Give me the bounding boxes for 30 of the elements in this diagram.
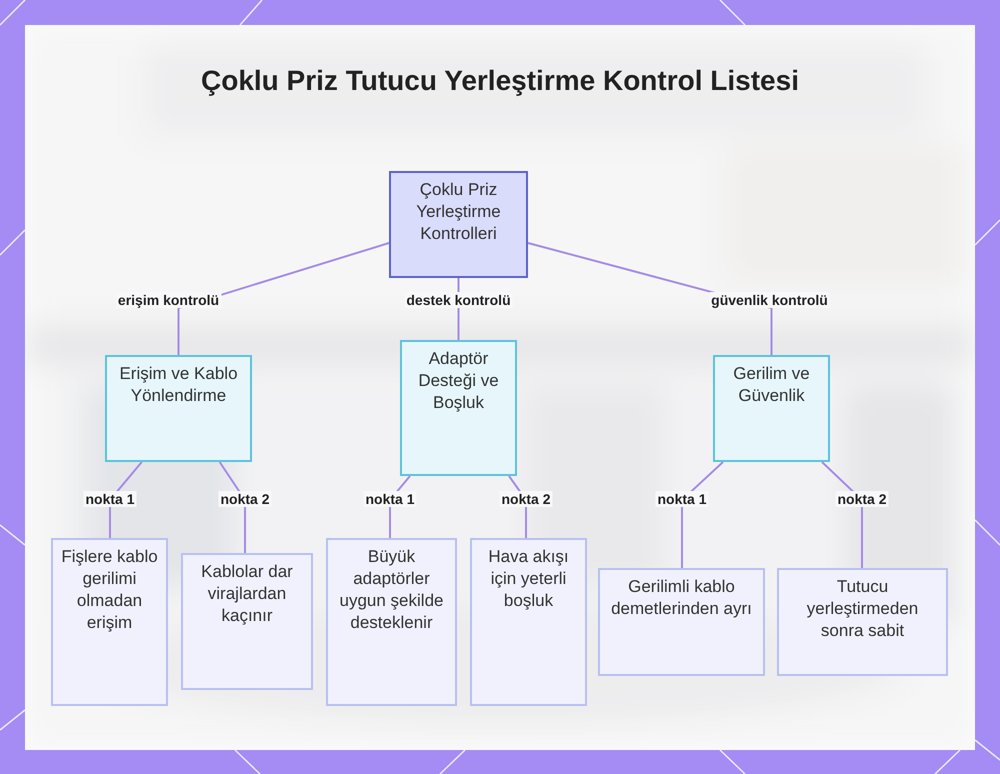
edge-label: destek kontrolü	[404, 292, 513, 308]
edge-label: güvenlik kontrolü	[709, 292, 830, 308]
node-box	[598, 568, 765, 676]
node-text: Tutucu yerleştirmeden sonra sabit	[806, 576, 920, 642]
node-text: Hava akışı için yeterli boşluk	[487, 546, 570, 612]
edge-label: nokta 1	[656, 491, 708, 507]
node-text: Erişim ve Kablo Yönlendirme	[118, 363, 239, 407]
node-box	[470, 538, 587, 706]
node-text: Çoklu Priz Yerleştirme Kontrolleri	[415, 179, 502, 245]
node-text: Adaptör Desteği ve Boşluk	[417, 348, 500, 414]
node-box	[400, 340, 517, 476]
node-box	[777, 568, 948, 676]
node-box	[389, 171, 528, 278]
node-text: Gerilimli kablo demetlerinden ayrı	[610, 576, 753, 620]
node-box	[105, 355, 252, 462]
node-box	[181, 553, 313, 690]
edge-label: nokta 1	[84, 491, 136, 507]
edge-label: nokta 1	[364, 491, 416, 507]
node-text: Fişlere kablo gerilimi olmadan erişim	[60, 546, 159, 634]
node-box	[51, 538, 168, 706]
edge-label: nokta 2	[218, 491, 272, 507]
edge-label: nokta 2	[836, 491, 888, 507]
node-text: Büyük adaptörler uygun şekilde desteklenir	[338, 546, 444, 634]
edge-label: nokta 2	[500, 491, 552, 507]
edge-label: erişim kontrolü	[116, 292, 222, 308]
node-text: Kablolar dar virajlardan kaçınır	[200, 561, 294, 627]
title: Çoklu Priz Tutucu Yerleştirme Kontrol Listesi	[200, 64, 800, 98]
node-text: Gerilim ve Güvenlik	[732, 363, 811, 407]
node-box	[713, 355, 830, 462]
node-box	[326, 538, 457, 706]
